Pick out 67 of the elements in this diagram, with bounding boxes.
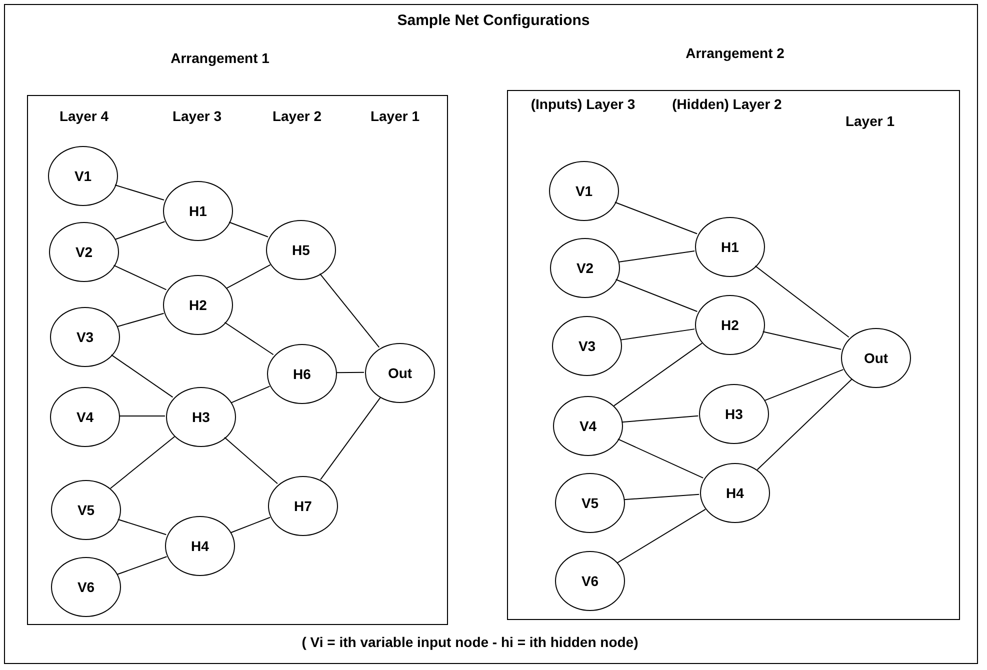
node-label: V4 — [76, 409, 94, 425]
layer-label: Layer 2 — [271, 108, 323, 125]
connection-line — [617, 438, 704, 478]
node-label: H2 — [189, 297, 207, 313]
panel-heading: Arrangement 2 — [684, 45, 786, 61]
connection-line — [320, 396, 381, 480]
connection-line — [620, 328, 695, 340]
node-label: V6 — [77, 579, 95, 595]
node-label: V3 — [578, 338, 596, 354]
node-label: H2 — [721, 317, 739, 333]
node-label: H6 — [293, 366, 311, 382]
connection-line — [614, 202, 698, 234]
node-label: V4 — [579, 418, 597, 434]
connection-line — [618, 250, 695, 262]
connection-line — [224, 322, 274, 356]
connection-line — [756, 378, 852, 470]
connection-line — [230, 516, 271, 534]
connection-line — [117, 518, 167, 536]
connection-line — [621, 415, 699, 423]
node-label: H4 — [191, 538, 209, 554]
connection-line — [336, 372, 364, 374]
node-label: H1 — [721, 239, 739, 255]
connection-line — [230, 386, 270, 404]
connection-line — [110, 436, 176, 489]
node-label: H4 — [726, 485, 744, 501]
layer-label: Layer 1 — [369, 108, 421, 125]
node-label: V5 — [77, 502, 95, 518]
connection-line — [113, 264, 167, 290]
connection-line — [226, 264, 271, 289]
node-label: H5 — [292, 242, 310, 258]
connection-line — [754, 265, 850, 338]
node-label: Out — [388, 365, 412, 381]
layer-label: Layer 3 — [171, 108, 223, 125]
connection-line — [762, 331, 842, 350]
connection-line — [319, 273, 380, 348]
connection-line — [116, 556, 168, 575]
connection-line — [228, 222, 268, 238]
connection-line — [224, 436, 278, 484]
connection-line — [613, 342, 703, 406]
node-label: V5 — [581, 495, 599, 511]
connection-line — [764, 369, 844, 401]
figure-title: Sample Net Configurations — [396, 12, 591, 29]
connection-line — [623, 494, 700, 500]
layer-label: (Inputs) Layer 3 — [530, 96, 636, 113]
connection-line — [617, 508, 706, 564]
node-label: H3 — [725, 406, 743, 422]
node-label: V1 — [575, 183, 593, 199]
node-ellipse — [166, 387, 236, 447]
connection-line — [114, 184, 165, 200]
layer-label: Layer 4 — [58, 108, 110, 125]
node-label: H7 — [294, 498, 312, 514]
node-label: H3 — [192, 409, 210, 425]
layer-label: Layer 1 — [844, 113, 896, 130]
node-label: Out — [864, 350, 888, 366]
node-label: V3 — [76, 329, 94, 345]
node-label: V2 — [576, 260, 594, 276]
figure-caption: ( Vi = ith variable input node - hi = ith hidden node) — [300, 634, 640, 650]
node-label: H1 — [189, 203, 207, 219]
panel-heading: Arrangement 1 — [170, 50, 270, 66]
connection-line — [114, 221, 166, 240]
connection-line — [116, 312, 164, 328]
connection-line — [110, 354, 174, 398]
node-label: V1 — [74, 168, 92, 184]
layer-label: (Hidden) Layer 2 — [671, 96, 783, 113]
connection-line — [615, 279, 698, 312]
node-label: V6 — [581, 573, 599, 589]
node-label: V2 — [75, 244, 93, 260]
